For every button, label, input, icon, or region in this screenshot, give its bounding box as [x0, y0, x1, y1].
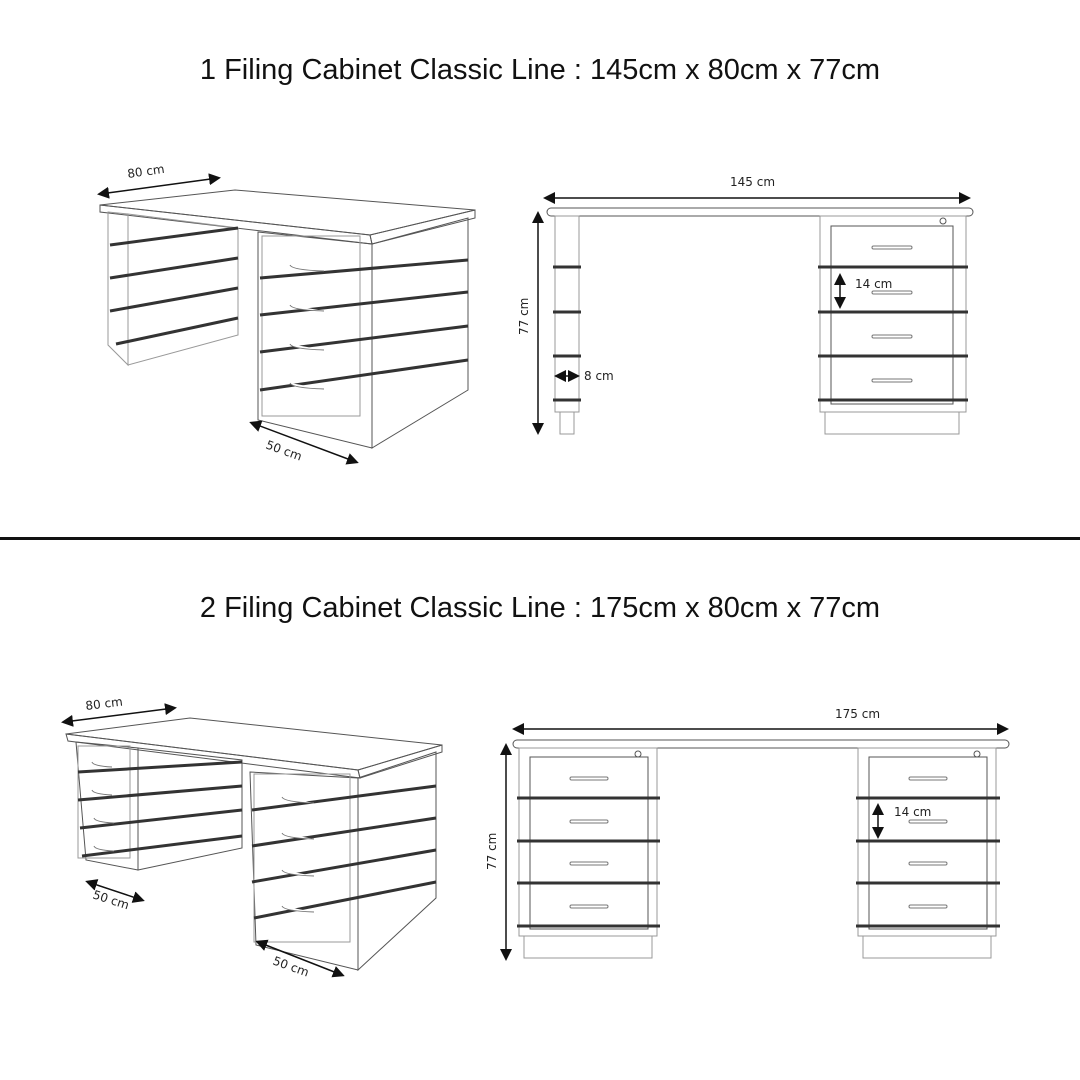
section-divider: [0, 537, 1080, 540]
depth-label: 80 cm: [85, 695, 124, 713]
width-label: 175 cm: [835, 707, 880, 721]
section-2-title: 2 Filing Cabinet Classic Line : 175cm x …: [199, 592, 881, 624]
drawer-height-label: 14 cm: [894, 805, 931, 819]
height-label: 77 cm: [517, 298, 531, 335]
depth-label: 80 cm: [126, 162, 165, 181]
section-1-title: 1 Filing Cabinet Classic Line : 145cm x …: [199, 54, 881, 86]
left-cabinet-depth-label: 50 cm: [91, 888, 131, 913]
right-cabinet-depth-label: 50 cm: [271, 954, 311, 980]
desk-1-perspective: 80 cm 50 cm: [97, 162, 476, 465]
width-label: 145 cm: [730, 175, 775, 189]
height-label: 77 cm: [485, 833, 499, 870]
leg-width-label: 8 cm: [584, 369, 614, 383]
cabinet-depth-label: 50 cm: [264, 438, 304, 464]
desk-2-perspective: 80 cm 50 cm 50 cm: [61, 695, 443, 980]
depth-arrow: [97, 173, 221, 199]
drawer-height-label: 14 cm: [855, 277, 892, 291]
desk-1-front-view: 145 cm 77 cm 8 cm 14 cm: [517, 175, 974, 435]
desk-2-front-view: 175 cm 77 cm 14 cm: [485, 707, 1010, 961]
